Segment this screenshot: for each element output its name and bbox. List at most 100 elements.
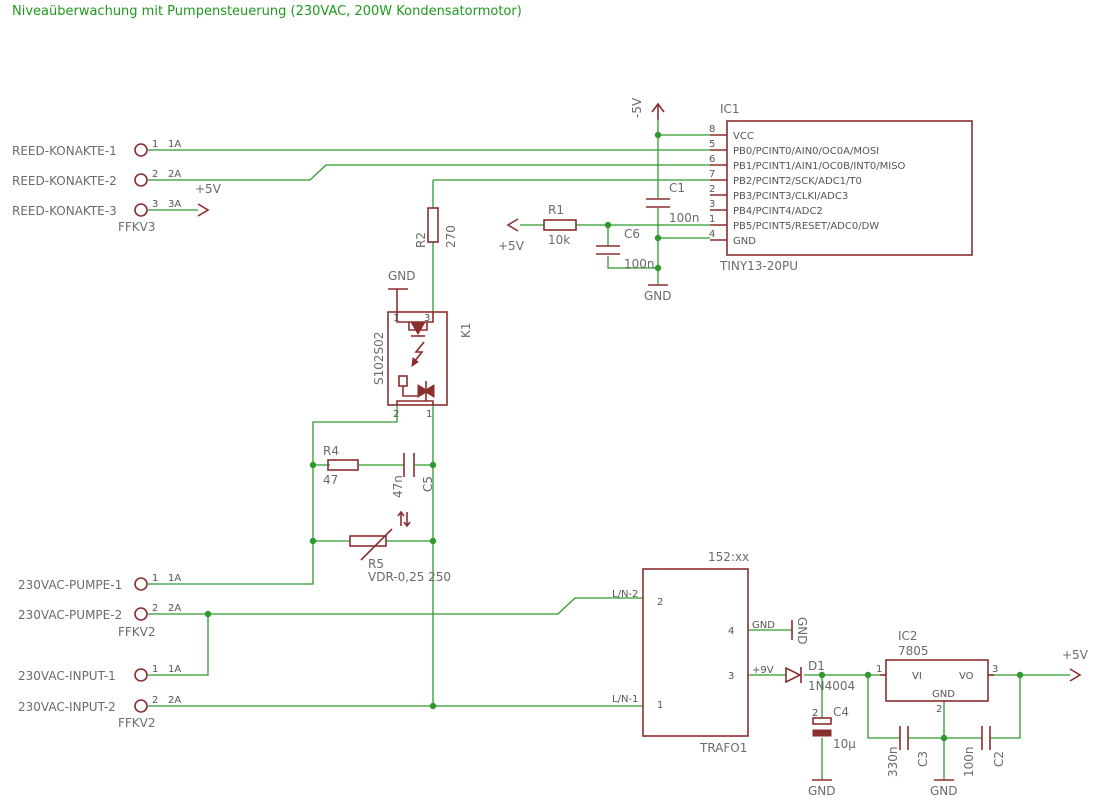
svg-text:7: 7 (709, 169, 715, 180)
pumpe-1-label: 230VAC-PUMPE-1 (18, 578, 122, 592)
svg-text:1: 1 (152, 664, 158, 675)
svg-text:C4: C4 (833, 705, 849, 719)
svg-text:330n: 330n (886, 746, 900, 777)
pumpe-2-label: 230VAC-PUMPE-2 (18, 608, 122, 622)
svg-text:1A: 1A (168, 139, 181, 150)
ic1-name: IC1 (720, 102, 740, 116)
svg-text:2: 2 (393, 409, 399, 420)
svg-text:+9V: +9V (752, 665, 774, 676)
svg-text:2A: 2A (168, 603, 181, 614)
svg-text:1: 1 (393, 313, 399, 324)
svg-text:R2: R2 (414, 232, 428, 248)
svg-text:5: 5 (709, 139, 715, 150)
svg-text:+5V: +5V (1062, 648, 1089, 662)
transformer-trafo1: 152:xx TRAFO1 L/N-2 L/N-1 2 1 4 3 GND +9… (612, 550, 775, 755)
input-2-label: 230VAC-INPUT-2 (18, 700, 116, 714)
plus5v-arrow-reed: +5V (195, 182, 222, 217)
resistor-r2: R2 270 (414, 207, 458, 248)
svg-text:4: 4 (709, 229, 715, 240)
svg-text:10k: 10k (548, 233, 570, 247)
svg-text:C3: C3 (916, 751, 930, 767)
svg-text:1: 1 (426, 409, 432, 420)
svg-text:2A: 2A (168, 695, 181, 706)
svg-text:2: 2 (152, 695, 158, 706)
svg-text:IC2: IC2 (898, 629, 918, 643)
svg-text:7805: 7805 (898, 644, 929, 658)
pin-terminal (134, 203, 148, 217)
svg-text:VDR-0,25 250: VDR-0,25 250 (368, 570, 451, 584)
diode-d1: D1 1N4004 (785, 659, 855, 693)
capacitor-c4: 2 C4 10µ (812, 705, 856, 751)
svg-text:R1: R1 (548, 203, 564, 217)
svg-text:GND: GND (932, 689, 955, 700)
svg-text:47: 47 (323, 473, 338, 487)
reed-3-label: REED-KONAKTE-3 (12, 204, 117, 218)
svg-text:PB0/PCINT0/AIN0/OC0A/MOSI: PB0/PCINT0/AIN0/OC0A/MOSI (733, 146, 879, 157)
ffkv3-label: FFKV3 (118, 220, 156, 234)
svg-text:C1: C1 (669, 181, 685, 195)
regulator-ic2: IC2 7805 VI VO GND 1 3 2 (876, 629, 998, 715)
svg-text:VO: VO (959, 671, 974, 682)
reed-1-label: REED-KONAKTE-1 (12, 144, 117, 158)
svg-text:47n: 47n (391, 475, 405, 498)
svg-text:3: 3 (992, 664, 998, 675)
connector-input: 230VAC-INPUT-1 230VAC-INPUT-2 1 1A 2 2A … (18, 664, 181, 730)
svg-text:C6: C6 (624, 227, 640, 241)
wires (148, 120, 1070, 780)
svg-text:GND: GND (795, 617, 809, 645)
svg-text:2: 2 (812, 708, 818, 719)
ic1: IC1 TINY13-20PU 8 5 6 7 2 3 1 4 VCC PB0/… (709, 102, 973, 273)
svg-text:2: 2 (152, 169, 158, 180)
ic1-part: TINY13-20PU (719, 259, 798, 273)
varistor-r5: R5 VDR-0,25 250 (349, 510, 451, 584)
svg-text:GND: GND (752, 620, 775, 631)
svg-text:R4: R4 (323, 444, 339, 458)
svg-text:3A: 3A (168, 199, 181, 210)
svg-text:GND: GND (388, 269, 416, 283)
k1-part: S102S02 (372, 332, 386, 385)
svg-text:VCC: VCC (733, 131, 754, 142)
svg-text:GND: GND (733, 236, 756, 247)
svg-text:C2: C2 (992, 751, 1006, 767)
svg-text:2A: 2A (168, 169, 181, 180)
svg-text:L/N-1: L/N-1 (612, 694, 638, 705)
svg-text:152:xx: 152:xx (708, 550, 749, 564)
resistor-r1: R1 10k (543, 203, 577, 247)
gnd-symbol-ic1: GND (644, 284, 672, 303)
svg-text:GND: GND (808, 784, 836, 798)
svg-text:1N4004: 1N4004 (808, 679, 855, 693)
optocoupler-k1: 1 3 2 1 K1 S102S02 (372, 311, 473, 420)
svg-text:VI: VI (912, 671, 922, 682)
pin-terminal (134, 143, 148, 157)
svg-text:100n: 100n (624, 257, 655, 271)
svg-text:PB4/PCINT4/ADC2: PB4/PCINT4/ADC2 (733, 206, 823, 217)
capacitor-c1: C1 100n (646, 181, 700, 225)
svg-text:1: 1 (152, 139, 158, 150)
svg-text:PB1/PCINT1/AIN1/OC0B/INT0/MISO: PB1/PCINT1/AIN1/OC0B/INT0/MISO (733, 161, 906, 172)
svg-text:GND: GND (644, 289, 672, 303)
svg-text:6: 6 (709, 154, 715, 165)
svg-text:PB5/PCINT5/RESET/ADC0/DW: PB5/PCINT5/RESET/ADC0/DW (733, 221, 879, 232)
minus5v-symbol: -5V (630, 97, 665, 120)
svg-text:1: 1 (709, 214, 715, 225)
svg-text:2: 2 (936, 704, 942, 715)
svg-text:D1: D1 (808, 659, 825, 673)
junctions (204, 131, 1024, 742)
svg-text:PB2/PCINT2/SCK/ADC1/T0: PB2/PCINT2/SCK/ADC1/T0 (733, 176, 862, 187)
svg-text:3: 3 (424, 313, 430, 324)
resistor-r4: R4 47 (323, 444, 359, 487)
svg-text:3: 3 (709, 199, 715, 210)
gnd-symbol-k1: GND (388, 269, 416, 312)
reed-2-label: REED-KONAKTE-2 (12, 174, 117, 188)
svg-text:C5: C5 (421, 476, 435, 492)
svg-text:8: 8 (709, 124, 715, 135)
svg-text:270: 270 (444, 225, 458, 248)
pin-terminal (134, 173, 148, 187)
svg-text:2: 2 (657, 597, 663, 608)
svg-text:R5: R5 (368, 557, 384, 571)
svg-text:TRAFO1: TRAFO1 (699, 741, 747, 755)
capacitor-c3: 330n C3 (886, 726, 930, 777)
gnd-symbol-ic2: GND (930, 779, 958, 798)
svg-text:1: 1 (876, 664, 882, 675)
